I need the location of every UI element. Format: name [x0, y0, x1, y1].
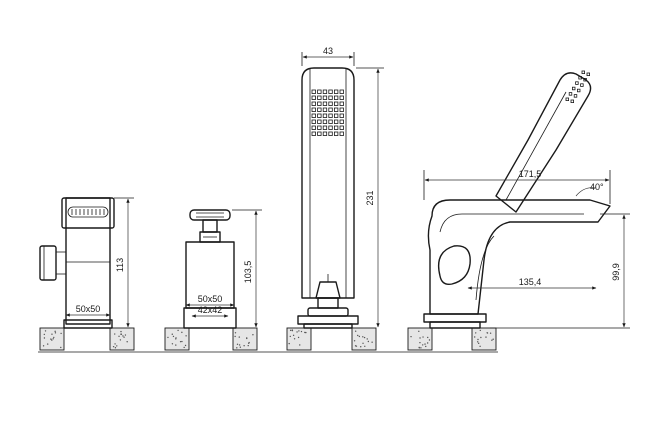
deck-block-7 [407, 327, 433, 351]
deck-block-3 [164, 327, 190, 351]
deck-block-1 [39, 327, 65, 351]
handshower-width-label: 43 [323, 46, 333, 56]
spout-angle-label: 40° [590, 182, 604, 192]
valve-height-label: 113 [115, 258, 125, 272]
diverter-base-outer-label: 50x50 [198, 294, 223, 304]
handshower-height-label: 231 [365, 190, 375, 205]
spout-unit: 171,5 40° 135,4 99,9 [423, 70, 630, 329]
deck-block-2 [109, 327, 135, 351]
deck-block-8 [471, 327, 497, 351]
spout-height-label: 99,9 [611, 263, 621, 281]
diverter-height-label: 103,5 [243, 261, 253, 284]
deck-block-5 [286, 327, 312, 351]
spout-inner-reach-label: 135,4 [519, 277, 542, 287]
diverter-unit: 50x50 42x42 103,5 [183, 209, 262, 329]
valve-base-label: 50x50 [76, 304, 101, 314]
diverter-base-inner-label: 42x42 [198, 305, 223, 315]
deck-block-6 [351, 327, 377, 351]
handshower-unit: 43 231 [297, 46, 384, 329]
valve-unit: 50x50 113 [39, 197, 134, 329]
spout-reach-label: 171,5 [519, 169, 542, 179]
deck-ground [38, 327, 498, 353]
deck-block-4 [232, 327, 258, 351]
